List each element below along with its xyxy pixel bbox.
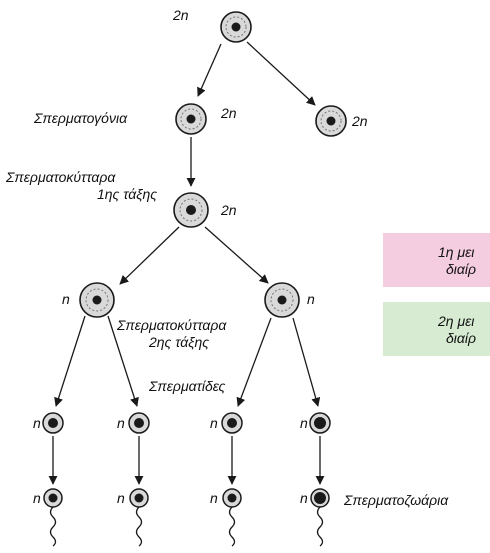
meiosis-1-box — [383, 233, 490, 287]
ploidy-sperm-2: n — [117, 490, 125, 506]
secondary-spermatocyte-label-line1: Σπερματοκύτταρα — [116, 317, 227, 333]
spermatid-4 — [309, 412, 331, 434]
meiosis-2-label-line2: διαίρ — [446, 330, 476, 346]
spermatogonium-cell — [175, 103, 207, 135]
ploidy-secondary-left: n — [62, 291, 70, 307]
stem-cell — [315, 105, 347, 137]
spermatozoon-4 — [310, 488, 330, 547]
arrow-secondary-left-to-spermatid-2 — [107, 315, 139, 407]
ploidy-spermatid-2: n — [117, 415, 125, 431]
primary-spermatocyte-cell — [173, 192, 209, 228]
ploidy-spermatid-1: n — [33, 415, 41, 431]
meiosis-1-label-line1: 1η μει — [438, 244, 474, 260]
primary-spermatocyte-label-line1: Σπερματοκύτταρα — [5, 169, 116, 185]
arrow-secondary-right-to-spermatid-4 — [292, 317, 321, 407]
arrow-top-to-spermatogonium — [197, 43, 222, 97]
top-cell — [220, 11, 252, 43]
spermatid-3 — [221, 412, 243, 434]
ploidy-sperm-4: n — [300, 490, 308, 506]
arrows — [48, 41, 325, 485]
spermatid-2 — [128, 412, 150, 434]
secondary-spermatocyte-right — [264, 282, 300, 318]
spermatozoon-2 — [129, 488, 149, 547]
spermatogonia-label: Σπερματογόνια — [33, 110, 128, 126]
spermatozoon-1 — [43, 488, 63, 547]
meiosis-2-label-line1: 2η μει — [437, 313, 474, 329]
spermatids-label: Σπερματίδες — [148, 378, 226, 394]
meiosis-2-box — [383, 302, 490, 356]
ploidy-sperm-1: n — [33, 490, 41, 506]
spermatid-1 — [42, 412, 64, 434]
arrow-secondary-right-to-spermatid-3 — [236, 317, 272, 407]
spermatozoon-3 — [222, 488, 242, 547]
ploidy-spermatid-3: n — [210, 415, 218, 431]
arrow-primary-to-secondary-left — [119, 226, 180, 285]
arrow-secondary-left-to-spermatid-1 — [54, 315, 86, 407]
ploidy-sperm-3: n — [210, 490, 218, 506]
ploidy-spermatid-4: n — [300, 415, 308, 431]
ploidy-top: 2n — [172, 7, 189, 23]
secondary-spermatocyte-label-line2: 2ης τάξης — [148, 334, 209, 350]
ploidy-stem-cell: 2n — [351, 113, 368, 129]
arrow-primary-to-secondary-right — [204, 226, 269, 284]
primary-spermatocyte-label-line2: 1ης τάξης — [97, 186, 157, 202]
ploidy-secondary-right: n — [307, 291, 315, 307]
ploidy-spermatogonium: 2n — [220, 105, 237, 121]
spermatozoa-label: Σπερματοζωάρια — [343, 492, 449, 508]
arrow-top-to-stem-cell — [246, 41, 316, 106]
ploidy-primary: 2n — [220, 202, 237, 218]
meiosis-1-label-line2: διαίρ — [446, 261, 476, 277]
secondary-spermatocyte-left — [79, 282, 115, 318]
